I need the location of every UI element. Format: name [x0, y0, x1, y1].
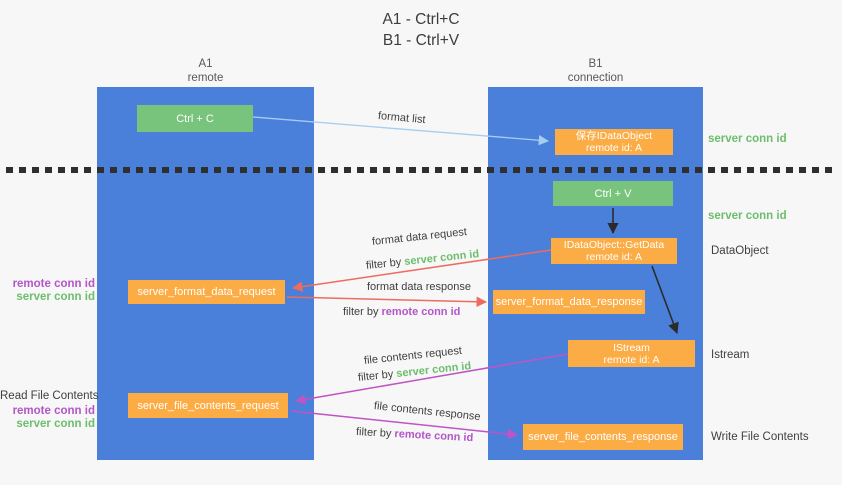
- node-istream: IStream remote id: A: [568, 340, 695, 367]
- node-server-file-contents-response: server_file_contents_response: [523, 424, 683, 450]
- node-server-format-data-response: server_format_data_response: [493, 290, 645, 314]
- node-save-idataobject-line1: 保存IDataObject: [575, 130, 653, 142]
- annotation-write-file-contents: Write File Contents: [711, 431, 809, 443]
- server-conn-id-text: server conn id: [395, 360, 472, 380]
- annotation-istream: Istream: [711, 349, 750, 361]
- label-format-data-request: format data request: [371, 226, 468, 248]
- node-istream-line2: remote id: A: [603, 353, 660, 366]
- label-filter-server-conn-id-1: filter by server conn id: [365, 248, 479, 272]
- annotation-dataobject: DataObject: [711, 245, 769, 257]
- node-ctrl-c-label: Ctrl + C: [176, 112, 214, 125]
- node-server-file-contents-request-label: server_file_contents_request: [137, 399, 279, 412]
- annotation-read-file-contents: Read File Contents: [0, 390, 99, 402]
- column-a-header: A1 remote: [97, 58, 314, 85]
- column-b-header: B1 connection: [488, 58, 703, 85]
- annotation-server-conn-id-top: server conn id: [708, 133, 787, 145]
- diagram-title-line2: B1 - Ctrl+V: [382, 32, 460, 49]
- node-save-idataobject: 保存IDataObject remote id: A: [555, 129, 673, 155]
- remote-conn-id-text: remote conn id: [394, 428, 474, 445]
- node-server-format-data-request: server_format_data_request: [128, 280, 285, 304]
- node-istream-line1: IStream: [613, 341, 650, 354]
- label-filter-remote-conn-id-2: filter by remote conn id: [356, 426, 474, 444]
- column-b-role: connection: [567, 71, 624, 84]
- node-ctrl-v: Ctrl + V: [553, 181, 673, 206]
- filter-prefix: filter by: [343, 306, 382, 318]
- column-b-name: B1: [588, 58, 603, 70]
- separator-dashed-line: [6, 167, 837, 173]
- annotation-remote-conn-id-2: remote conn id: [12, 405, 95, 417]
- node-server-format-data-response-label: server_format_data_response: [495, 296, 643, 308]
- diagram-title: A1 - Ctrl+C B1 - Ctrl+V: [0, 9, 842, 51]
- node-getdata: IDataObject::GetData remote id: A: [551, 238, 677, 264]
- label-filter-remote-conn-id-1: filter by remote conn id: [343, 306, 460, 318]
- remote-conn-id-text: remote conn id: [381, 306, 461, 318]
- node-ctrl-c: Ctrl + C: [137, 105, 253, 132]
- label-file-contents-response: file contents response: [373, 400, 482, 424]
- node-getdata-line2: remote id: A: [585, 251, 643, 263]
- annotation-remote-conn-id-1: remote conn id: [12, 278, 95, 290]
- server-conn-id-text: server conn id: [403, 248, 480, 268]
- annotation-server-conn-id-1: server conn id: [16, 291, 95, 303]
- filter-prefix: filter by: [357, 368, 397, 384]
- node-getdata-line1: IDataObject::GetData: [563, 239, 665, 251]
- annotation-server-conn-id-mid: server conn id: [708, 210, 787, 222]
- diagram-title-line1: A1 - Ctrl+C: [382, 11, 460, 28]
- node-server-file-contents-response-label: server_file_contents_response: [528, 431, 678, 443]
- label-format-data-response: format data response: [367, 281, 471, 293]
- node-ctrl-v-label: Ctrl + V: [594, 187, 632, 200]
- label-format-list: format list: [377, 110, 427, 127]
- annotation-server-conn-id-2: server conn id: [16, 418, 95, 430]
- filter-prefix: filter by: [365, 256, 405, 272]
- node-server-file-contents-request: server_file_contents_request: [128, 393, 288, 418]
- filter-prefix: filter by: [355, 426, 395, 441]
- column-a-name: A1: [198, 58, 213, 70]
- node-save-idataobject-line2: remote id: A: [585, 142, 643, 154]
- column-a-role: remote: [187, 71, 224, 84]
- arrow-format-data-response: [286, 296, 488, 308]
- node-server-format-data-request-label: server_format_data_request: [137, 286, 276, 298]
